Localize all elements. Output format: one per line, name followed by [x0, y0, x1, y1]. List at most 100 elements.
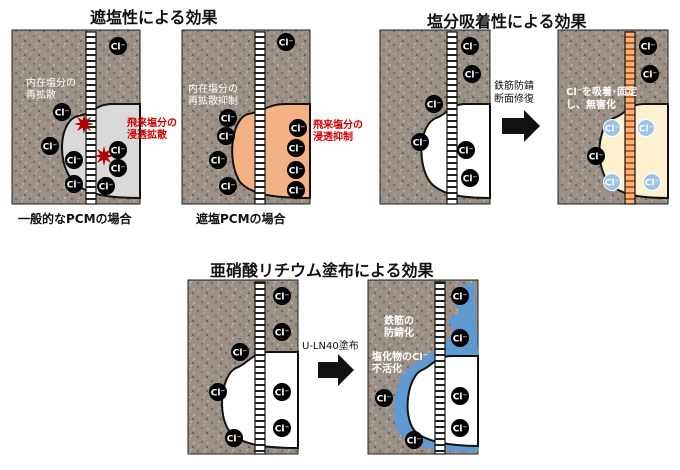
chloride-ion-icon: Cl⁻ — [277, 33, 295, 51]
label-adsorb-fix: Cl⁻を吸着･固定し、無害化 — [566, 87, 638, 111]
chloride-ion-icon: Cl⁻ — [461, 37, 479, 55]
right-arrow-icon — [318, 354, 354, 386]
chloride-ion-icon: Cl⁻ — [109, 159, 127, 177]
svg-text:Cl⁻: Cl⁻ — [645, 179, 660, 189]
chloride-ion-icon: Cl⁻ — [287, 181, 305, 199]
svg-text:Cl⁻: Cl⁻ — [43, 143, 58, 153]
rust-burst-icon — [74, 114, 94, 134]
svg-text:Cl⁻: Cl⁻ — [275, 293, 290, 303]
svg-text:Cl⁻: Cl⁻ — [459, 147, 474, 157]
chloride-ion-icon: Cl⁻ — [209, 151, 227, 169]
panel-shield-pcm — [181, 29, 311, 205]
svg-text:Cl⁻: Cl⁻ — [289, 145, 304, 155]
label-chloride-inactive: 塩化物のCl⁻不活化 — [372, 352, 429, 375]
svg-text:Cl⁻: Cl⁻ — [55, 109, 70, 119]
svg-text:Cl⁻: Cl⁻ — [211, 157, 226, 167]
chloride-ion-icon: Cl⁻ — [603, 119, 621, 137]
svg-text:Cl⁻: Cl⁻ — [605, 179, 620, 189]
right-arrow-icon — [502, 110, 540, 142]
chloride-ion-icon: Cl⁻ — [219, 109, 237, 127]
svg-text:Cl⁻: Cl⁻ — [227, 435, 242, 445]
chloride-ion-icon: Cl⁻ — [451, 419, 469, 437]
chloride-ion-icon: Cl⁻ — [451, 387, 469, 405]
svg-text:Cl⁻: Cl⁻ — [641, 43, 656, 53]
chloride-ion-icon: Cl⁻ — [231, 343, 249, 361]
label-coat-arrow: U-LN40塗布 — [302, 341, 359, 352]
svg-text:Cl⁻: Cl⁻ — [211, 389, 226, 399]
svg-text:Cl⁻: Cl⁻ — [453, 293, 468, 303]
title-adsorption: 塩分吸着性による効果 — [427, 12, 587, 31]
title-shielding: 遮塩性による効果 — [90, 8, 218, 27]
chloride-ion-icon: Cl⁻ — [287, 139, 305, 157]
chloride-ion-icon: Cl⁻ — [273, 287, 291, 305]
label-internal-rediffusion-suppress: 内在塩分の再拡散抑制 — [188, 84, 238, 107]
svg-text:Cl⁻: Cl⁻ — [111, 43, 126, 53]
chloride-ion-icon: Cl⁻ — [217, 127, 235, 145]
svg-text:Cl⁻: Cl⁻ — [275, 389, 290, 399]
svg-text:Cl⁻: Cl⁻ — [221, 183, 236, 193]
chloride-ion-icon: Cl⁻ — [65, 175, 83, 193]
svg-text:Cl⁻: Cl⁻ — [413, 139, 428, 149]
chloride-ion-icon: Cl⁻ — [637, 119, 655, 137]
chloride-ion-icon: Cl⁻ — [451, 287, 469, 305]
chloride-ion-icon: Cl⁻ — [457, 141, 475, 159]
chloride-ion-icon: Cl⁻ — [461, 169, 479, 187]
chloride-ion-icon: Cl⁻ — [587, 147, 605, 165]
chloride-ion-icon: Cl⁻ — [273, 419, 291, 437]
caption-general-pcm: 一般的なPCMの場合 — [18, 212, 132, 226]
label-rebar-rust: 鉄筋の防錆化 — [384, 316, 414, 339]
svg-text:Cl⁻: Cl⁻ — [289, 167, 304, 177]
rebar-icon — [85, 31, 97, 205]
chloride-ion-icon: Cl⁻ — [109, 37, 127, 55]
svg-text:Cl⁻: Cl⁻ — [111, 165, 126, 175]
chloride-ion-icon: Cl⁻ — [411, 133, 429, 151]
chloride-ion-icon: Cl⁻ — [273, 383, 291, 401]
svg-text:Cl⁻: Cl⁻ — [111, 147, 126, 157]
rebar-icon — [254, 31, 266, 205]
chloride-ion-icon: Cl⁻ — [65, 151, 83, 169]
chloride-ion-icon: Cl⁻ — [425, 95, 443, 113]
caption-shield-pcm: 遮塩PCMの場合 — [196, 212, 286, 226]
chloride-ion-icon: Cl⁻ — [289, 119, 307, 137]
chloride-ion-icon: Cl⁻ — [603, 173, 621, 191]
rebar-icon — [446, 31, 458, 205]
chloride-ion-icon: Cl⁻ — [53, 103, 71, 121]
svg-text:Cl⁻: Cl⁻ — [465, 71, 480, 81]
svg-text:Cl⁻: Cl⁻ — [639, 125, 654, 135]
chloride-ion-icon: Cl⁻ — [643, 173, 661, 191]
svg-text:Cl⁻: Cl⁻ — [453, 425, 468, 435]
chloride-ion-icon: Cl⁻ — [451, 329, 469, 347]
rebar-icon — [434, 281, 446, 455]
title-nitrite: 亜硝酸リチウム塗布による効果 — [210, 261, 434, 280]
svg-text:Cl⁻: Cl⁻ — [275, 425, 290, 435]
chloride-ion-icon: Cl⁻ — [375, 389, 393, 407]
svg-text:Cl⁻: Cl⁻ — [453, 335, 468, 345]
svg-text:Cl⁻: Cl⁻ — [233, 349, 248, 359]
svg-text:Cl⁻: Cl⁻ — [407, 437, 422, 447]
chloride-ion-icon: Cl⁻ — [273, 323, 291, 341]
chloride-ion-icon: Cl⁻ — [641, 65, 659, 83]
label-flying-salt-suppress: 飛来塩分の浸透抑制 — [313, 120, 363, 143]
svg-text:Cl⁻: Cl⁻ — [589, 153, 604, 163]
svg-text:Cl⁻: Cl⁻ — [279, 39, 294, 49]
chloride-ion-icon: Cl⁻ — [219, 177, 237, 195]
svg-text:Cl⁻: Cl⁻ — [377, 395, 392, 405]
chloride-ion-icon: Cl⁻ — [41, 137, 59, 155]
chloride-ion-icon: Cl⁻ — [225, 429, 243, 447]
svg-text:Cl⁻: Cl⁻ — [291, 125, 306, 135]
svg-text:Cl⁻: Cl⁻ — [453, 393, 468, 403]
chloride-ion-icon: Cl⁻ — [287, 161, 305, 179]
svg-text:Cl⁻: Cl⁻ — [67, 157, 82, 167]
svg-text:Cl⁻: Cl⁻ — [463, 43, 478, 53]
rust-burst-icon — [94, 146, 114, 166]
svg-text:Cl⁻: Cl⁻ — [99, 183, 114, 193]
chloride-ion-icon: Cl⁻ — [97, 177, 115, 195]
rebar-icon — [624, 31, 636, 205]
svg-text:Cl⁻: Cl⁻ — [221, 115, 236, 125]
label-repair: 鉄筋防錆断面修復 — [494, 81, 534, 105]
chloride-ion-icon: Cl⁻ — [209, 383, 227, 401]
svg-text:Cl⁻: Cl⁻ — [289, 187, 304, 197]
svg-text:Cl⁻: Cl⁻ — [605, 125, 620, 135]
svg-text:Cl⁻: Cl⁻ — [67, 181, 82, 191]
chloride-ion-icon: Cl⁻ — [639, 37, 657, 55]
